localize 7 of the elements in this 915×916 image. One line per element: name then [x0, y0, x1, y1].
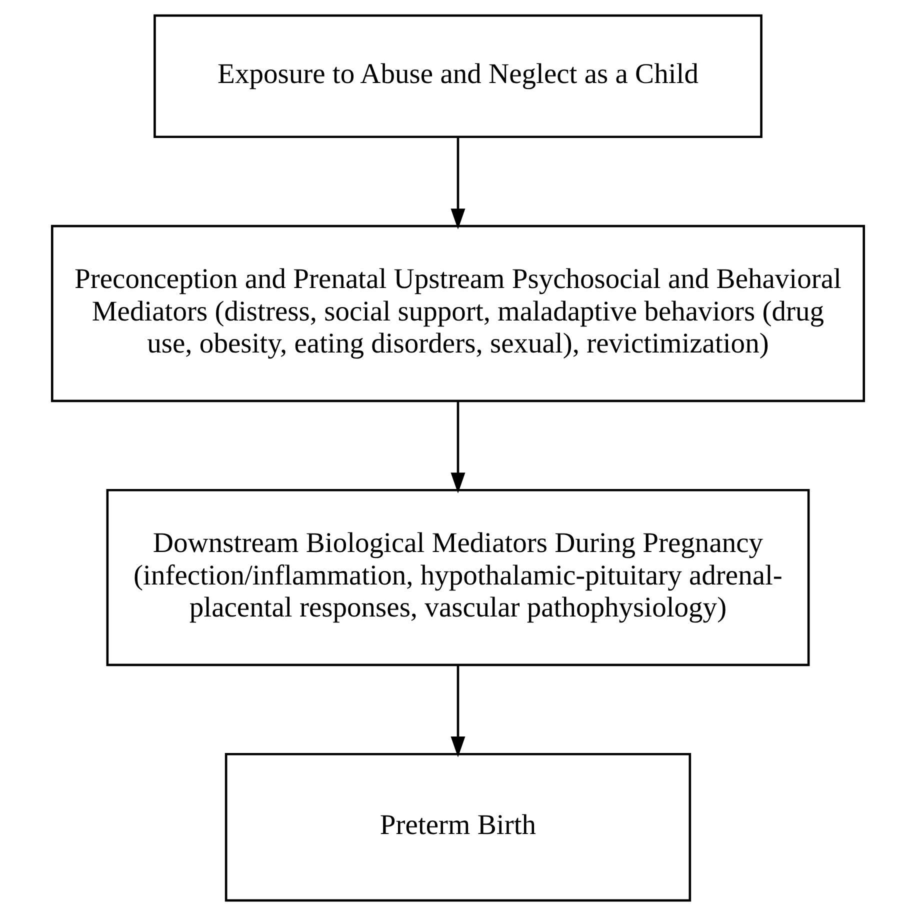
- arrow: [450, 136, 465, 230]
- arrow: [450, 665, 465, 758]
- node-box: Exposure to Abuse and Neglect as a Child: [153, 14, 762, 138]
- node-box: Downstream Biological Mediators During Pregnancy (infection/inflammation, hypothalamic-pituitary adrenal-placental responses, vascular pathophysiology): [106, 488, 810, 666]
- arrow: [450, 401, 465, 494]
- node-box: Preterm Birth: [224, 752, 691, 902]
- node-box: Preconception and Prenatal Upstream Psychosocial and Behavioral Mediators (distress, social support, maladaptive behaviors (drug use, obesity, eating disorders, sexual), revictimization): [50, 224, 865, 402]
